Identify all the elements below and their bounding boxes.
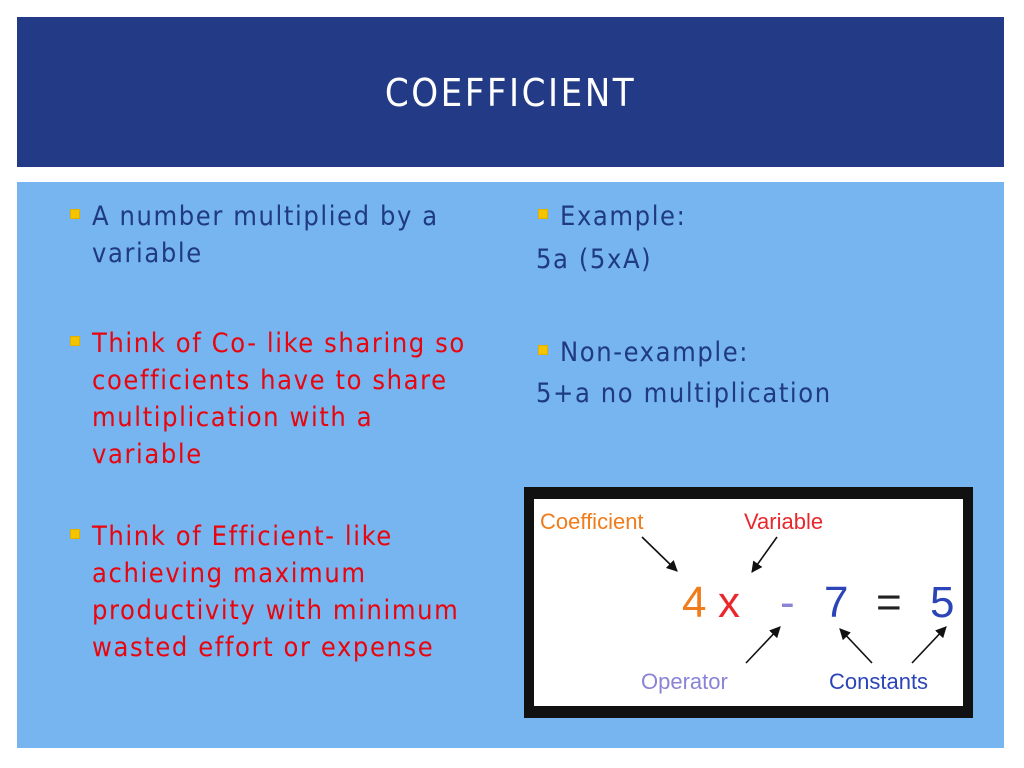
bullet-marker-icon [70, 336, 80, 346]
bullet-text: A number multiplied by a variable [92, 201, 439, 269]
bullet-marker-icon [70, 529, 80, 539]
eq-operator: - [780, 578, 795, 627]
equation-diagram: Coefficient Variable 4 x - 7 = 5 Operato… [540, 509, 954, 694]
bullet-marker-icon [538, 209, 548, 219]
bullet-example: Example: [538, 198, 958, 235]
bullet-definition: A number multiplied by a variable [70, 198, 490, 272]
example-value: 5a (5xA) [536, 244, 653, 275]
label-coefficient: Coefficient [540, 509, 644, 534]
arrow-coefficient [641, 536, 678, 572]
label-variable: Variable [744, 509, 823, 534]
example-label: Example: [560, 201, 687, 232]
eq-variable: x [718, 578, 740, 627]
bullet-co-sharing: Think of Co- like sharing so coefficient… [70, 325, 490, 473]
bullet-text: Think of Co- like sharing so coefficient… [92, 328, 466, 470]
bullet-nonexample: Non-example: [538, 334, 958, 371]
equation-figure: Coefficient Variable 4 x - 7 = 5 Operato… [524, 487, 973, 718]
equation-figure-canvas: Coefficient Variable 4 x - 7 = 5 Operato… [534, 499, 963, 706]
bullet-marker-icon [538, 345, 548, 355]
title-bar: COEFFICIENT [17, 17, 1004, 167]
arrow-constant-7 [839, 628, 873, 664]
nonexample-value: 5+a no multiplication [536, 378, 832, 409]
label-operator: Operator [641, 669, 728, 694]
bullet-efficient: Think of Efficient- like achieving maxim… [70, 518, 490, 666]
arrow-constant-5 [911, 626, 947, 664]
bullet-text: Think of Efficient- like achieving maxim… [92, 521, 460, 663]
eq-constant-5: 5 [930, 578, 954, 627]
bullet-marker-icon [70, 209, 80, 219]
nonexample-label: Non-example: [560, 337, 750, 368]
label-constants: Constants [829, 669, 928, 694]
arrow-operator [745, 626, 781, 664]
eq-constant-7: 7 [824, 578, 848, 627]
eq-coefficient: 4 [682, 578, 706, 627]
eq-equals: = [876, 578, 902, 627]
arrow-variable [751, 536, 778, 573]
slide-title: COEFFICIENT [384, 71, 637, 115]
